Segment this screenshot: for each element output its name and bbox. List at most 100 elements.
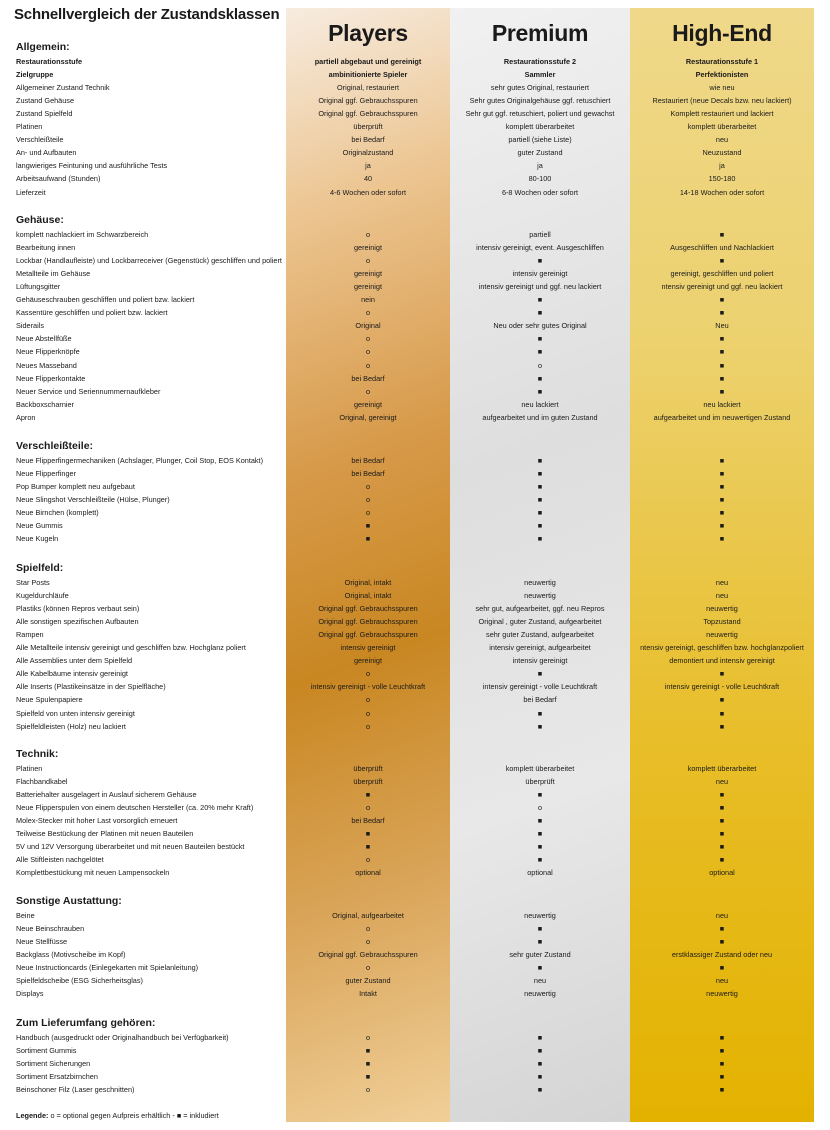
row-label: Plastiks (können Repros verbaut sein) <box>16 604 140 614</box>
cell-players: ■ <box>365 1046 371 1056</box>
cell-premium: ■ <box>537 708 543 718</box>
cell-premium: intensiv gereinigt, aufgearbeitet <box>489 643 591 653</box>
cell-premium: ■ <box>537 924 543 934</box>
cell-highend: neu lackiert <box>703 399 741 409</box>
row-label: Sortiment Gummis <box>16 1046 77 1056</box>
cell-premium: sehr guter Zustand <box>509 950 571 960</box>
cell-premium: ■ <box>537 456 543 465</box>
cell-premium: ■ <box>537 1033 543 1042</box>
cell-players: gereinigt <box>354 282 382 292</box>
row-label: Allgemeiner Zustand Technik <box>16 83 110 93</box>
cell-players: o <box>365 334 371 344</box>
cell-highend: ■ <box>719 521 725 531</box>
cell-players: ■ <box>365 534 371 544</box>
cell-players: Original ggf. Gebrauchsspuren <box>318 950 418 960</box>
column-header-premium: Premium <box>491 20 589 46</box>
row-label: Metallteile im Gehäuse <box>16 269 91 279</box>
row-label: Sortiment Ersatzbirnchen <box>16 1072 98 1082</box>
row-label: Pop Bumper komplett neu aufgebaut <box>16 482 135 492</box>
row-label: Bearbeitung innen <box>16 243 76 253</box>
row-label: Kassentüre geschliffen und poliert bzw. … <box>16 308 168 318</box>
cell-players: o <box>365 803 371 813</box>
row-label: Alle Inserts (Plastikeinsätze in der Spi… <box>16 682 166 692</box>
premium-column-background <box>450 8 630 1122</box>
cell-highend: neu <box>715 591 729 601</box>
cell-highend: ■ <box>719 373 725 383</box>
cell-premium: überprüft <box>525 777 555 787</box>
cell-players: ja <box>365 161 371 171</box>
row-label: Neue Gummis <box>16 521 63 531</box>
cell-premium: neuwertig <box>524 989 556 999</box>
cell-players: 40 <box>363 174 373 184</box>
cell-premium: ■ <box>537 721 543 731</box>
players-column-background <box>286 8 450 1122</box>
cell-highend: Perfektionisten <box>695 70 749 80</box>
cell-premium: optional <box>527 868 553 878</box>
cell-premium: ja <box>537 161 543 171</box>
cell-premium: Original , guter Zustand, aufgearbeitet <box>478 617 602 627</box>
cell-players: ■ <box>365 521 371 531</box>
cell-highend: Ausgeschliffen und Nachlackiert <box>670 243 774 253</box>
cell-premium: guter Zustand <box>517 148 563 158</box>
cell-premium: komplett überarbeitet <box>505 122 575 132</box>
cell-premium: ■ <box>537 534 543 544</box>
cell-highend: ■ <box>719 708 725 718</box>
cell-highend: Topzustand <box>703 617 741 627</box>
cell-premium: partiell (siehe Liste) <box>508 135 572 145</box>
row-label: Lüftungsgitter <box>16 282 61 292</box>
cell-premium: 80-100 <box>528 174 552 184</box>
cell-premium: neuwertig <box>524 578 556 587</box>
row-label: Neue Flipperspulen von einem deutschen H… <box>16 803 254 813</box>
cell-premium: ■ <box>537 816 543 826</box>
row-label: Sortiment Sicherungen <box>16 1059 91 1069</box>
cell-highend: ■ <box>719 360 725 370</box>
cell-premium: aufgearbeitet und im guten Zustand <box>482 412 598 422</box>
cell-players: überprüft <box>353 122 383 132</box>
cell-highend: ■ <box>719 842 725 852</box>
row-label: Spielfeld von unten intensiv gereinigt <box>16 708 135 718</box>
cell-highend: optional <box>709 868 735 878</box>
cell-highend: neuwertig <box>706 630 738 640</box>
cell-premium: ■ <box>537 469 543 479</box>
column-header-players: Players <box>328 20 408 46</box>
cell-premium: ■ <box>537 842 543 852</box>
cell-premium: Sehr gut ggf. retuschiert, poliert und g… <box>465 109 615 119</box>
cell-players: gereinigt <box>354 656 382 666</box>
cell-premium: partiell <box>529 230 551 239</box>
cell-highend: ■ <box>719 230 725 239</box>
cell-highend: ■ <box>719 534 725 544</box>
cell-premium: intensiv gereinigt, event. Ausgeschliffe… <box>476 243 604 253</box>
cell-players: o <box>365 669 371 679</box>
cell-players: optional <box>355 868 381 878</box>
row-label: Neue Slingshot Verschleißteile (Hülse, P… <box>16 495 170 505</box>
cell-highend: ■ <box>719 963 725 973</box>
cell-highend: Restauriert (neue Decals bzw. neu lackie… <box>652 96 792 106</box>
row-label: Zielgruppe <box>16 70 54 80</box>
row-label: Verschleißteile <box>16 135 64 145</box>
section-title: Allgemein: <box>16 42 70 52</box>
cell-highend: ■ <box>719 469 725 479</box>
cell-highend: ■ <box>719 495 725 505</box>
cell-highend: ■ <box>719 1072 725 1082</box>
cell-players: intensiv gereinigt <box>340 643 396 653</box>
row-label: Handbuch (ausgedruckt oder Originalhandb… <box>16 1033 229 1042</box>
cell-players: o <box>365 347 371 357</box>
cell-premium: sehr gutes Original, restauriert <box>490 83 590 93</box>
cell-premium: Restaurationsstufe 2 <box>503 57 577 66</box>
row-label: komplett nachlackiert im Schwarzbereich <box>16 230 149 239</box>
row-label: Alle sonstigen spezifischen Aufbauten <box>16 617 139 627</box>
row-label: langwieriges Feintuning und ausführliche… <box>16 161 168 171</box>
cell-players: bei Bedarf <box>351 135 385 145</box>
cell-highend: ■ <box>719 937 725 947</box>
cell-players: Original, intakt <box>344 591 392 601</box>
cell-highend: ■ <box>719 482 725 492</box>
cell-players: o <box>365 708 371 718</box>
highend-column-background <box>630 8 814 1122</box>
row-label: Backboxscharnier <box>16 399 74 409</box>
cell-premium: neu <box>533 976 547 986</box>
cell-players: ambinitionierte Spieler <box>328 70 408 80</box>
cell-players: o <box>365 963 371 973</box>
cell-highend: demontiert und intensiv gereinigt <box>669 656 775 666</box>
row-label: Neue Spulenpapiere <box>16 695 83 705</box>
